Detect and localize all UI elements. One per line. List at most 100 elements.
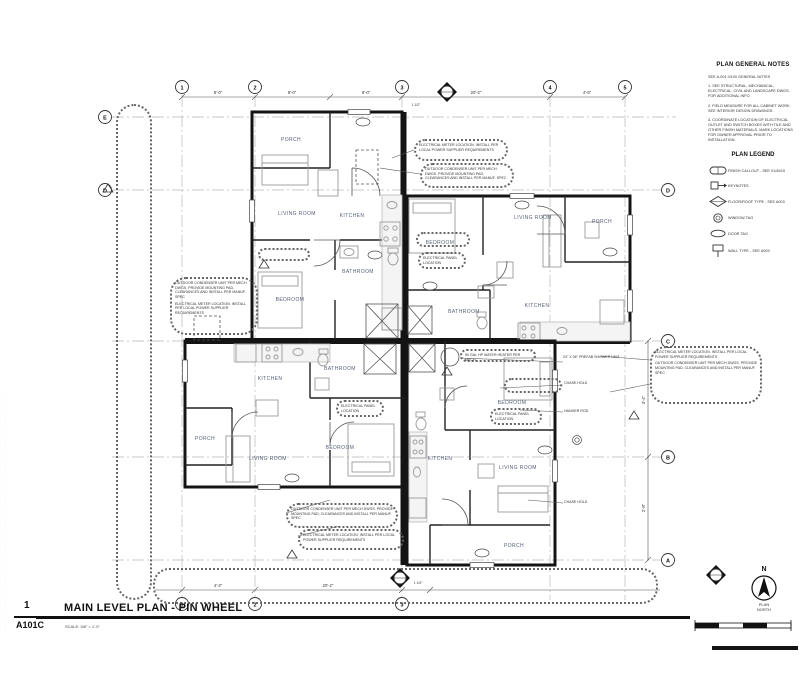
dim-right-2: 2'-8" xyxy=(641,503,646,512)
annotation-cloud-water-heater: 50 GAL HP WATER HEATER PER MECH xyxy=(460,349,536,362)
room-label-bathroom-tr: BATHROOM xyxy=(448,309,480,315)
legend-row-keynotes: KEYNOTES xyxy=(708,181,798,190)
legend-row-window-tag: WINDOW TAG xyxy=(708,213,798,223)
general-notes-title: PLAN GENERAL NOTES xyxy=(716,62,790,68)
legend-row-floor-roof-type: FLOOR/ROOF TYPE - SEE A003 xyxy=(708,196,798,207)
north-arrow-icon xyxy=(751,575,777,601)
annotation-condenser: OUTDOOR CONDENSER UNIT PER MECH DWGS. PR… xyxy=(291,507,393,521)
sheet-title: MAIN LEVEL PLAN - PIN WHEEL xyxy=(64,602,243,614)
door-tag-icon xyxy=(708,229,728,238)
dim-bottom-1: 4'-2" xyxy=(214,583,223,588)
dim-top-1: 8'-0" xyxy=(214,90,223,95)
north-label-plan: PLAN xyxy=(758,602,770,607)
closet-rod-cloud-br xyxy=(504,378,562,393)
room-label-bathroom-tl: BATHROOM xyxy=(342,269,374,275)
keynote-tag-icon xyxy=(708,181,728,190)
dimension-lines: 8'-0" 8'-0" 8'-0" 20'-2" 4'-6" 1 1/2" 4'… xyxy=(155,90,660,594)
general-note-1: 1. SEE STRUCTURAL, MECHANICAL, ELECTRICA… xyxy=(708,84,790,99)
room-label-living-tr: LIVING ROOM xyxy=(514,215,552,221)
room-label-bedroom-tr: BEDROOM xyxy=(426,240,455,246)
unit-bottom-left xyxy=(183,339,407,489)
unit-top-left xyxy=(250,110,404,343)
window-tag-icon xyxy=(708,213,728,223)
grid-bubble-left-d: D xyxy=(103,189,107,195)
grid-bubble-right-c: C xyxy=(666,340,670,346)
room-label-kitchen-br: KITCHEN xyxy=(428,456,453,462)
margin-plot-stamp: · · · · · · · · · · · · · · · · · · · · … xyxy=(4,389,8,632)
legend-row-door-tag: DOOR TAG xyxy=(708,229,798,238)
annotation-chase-hold-1: CHASE HOLD xyxy=(564,381,588,385)
north-arrow: N PLAN NORTH xyxy=(738,566,790,613)
annotation-cloud-panel-tr: ELECTRICAL PANEL LOCATION xyxy=(418,252,466,269)
annotation-cloud-bottom-meter: ELECTRICAL METER LOCATION. INSTALL PER L… xyxy=(298,529,404,550)
annotation-meter: ELECTRICAL METER LOCATION. INSTALL PER L… xyxy=(303,533,395,542)
grid-bubble-top-5: 5 xyxy=(623,86,626,92)
unit-bottom-right xyxy=(405,339,557,567)
legend-label: KEYNOTES xyxy=(728,183,749,188)
north-letter: N xyxy=(761,566,767,573)
grid-bubble-right-d: D xyxy=(666,189,670,195)
legend-row-wall-type: WALL TYPE - SEE A003 xyxy=(708,244,798,258)
door-window-tags xyxy=(284,117,618,558)
grid-bubble-top-3: 3 xyxy=(400,86,403,92)
grid-bubble-right-a: A xyxy=(666,559,670,565)
grid-bubble-left-e: E xyxy=(103,116,107,122)
general-notes-panel: PLAN GENERAL NOTES SEE A-001 0/100 GENER… xyxy=(708,62,798,147)
title-underline xyxy=(36,616,690,619)
annotation-hanger-rod: HANGER ROD xyxy=(564,409,589,413)
dim-top-4: 20'-2" xyxy=(471,90,482,95)
grid-bubble-bottom-1: 1 xyxy=(180,603,183,609)
grid-bubbles: 1 2 3 4 5 1 2 3 E D D C B A xyxy=(98,80,675,611)
plan-legend-title: PLAN LEGEND xyxy=(731,152,775,158)
room-label-living-bl: LIVING ROOM xyxy=(249,456,287,462)
annotation-cloud-panel-br: ELECTRICAL PANEL LOCATION xyxy=(490,408,542,425)
plan-legend-panel: PLAN LEGEND FINISH CALLOUT - SEE 01/A010… xyxy=(708,152,798,264)
dim-top-small: 1 1/2" xyxy=(412,103,422,107)
annotation-panel: ELECTRICAL PANEL LOCATION xyxy=(341,404,376,413)
room-label-porch-br: PORCH xyxy=(504,543,524,549)
room-label-bathroom-bl: BATHROOM xyxy=(324,366,356,372)
annotation-condenser: OUTDOOR CONDENSER UNIT PER MECH DWGS. PR… xyxy=(175,281,247,300)
legend-label: WINDOW TAG xyxy=(728,216,754,220)
keynote-triangles xyxy=(102,183,640,559)
dim-top-5: 4'-6" xyxy=(583,90,592,95)
room-label-bedroom-bl: BEDROOM xyxy=(326,445,355,451)
annotation-meter: ELECTRICAL METER LOCATION. INSTALL PER L… xyxy=(419,143,499,152)
general-note-2: 2. FIELD MEASURE FOR ALL CABINET WORK. S… xyxy=(708,103,791,113)
annotation-condenser: OUTDOOR CONDENSER UNIT PER MECH DWGS. PR… xyxy=(425,167,507,181)
revision-cloud-bottom xyxy=(153,568,658,604)
title-block-bar xyxy=(712,646,798,650)
grid-bubble-top-4: 4 xyxy=(548,86,552,92)
general-note-3: 3. COORDINATE LOCATION OF ELECTRICAL OUT… xyxy=(708,117,793,143)
grid-bubble-top-2: 2 xyxy=(253,86,256,92)
closet-rod-cloud-tr xyxy=(416,232,470,247)
legend-label: FLOOR/ROOF TYPE - SEE A003 xyxy=(728,199,785,204)
room-label-kitchen-bl: KITCHEN xyxy=(258,376,283,382)
annotation-panel: ELECTRICAL PANEL LOCATION xyxy=(423,256,458,265)
room-labels: PORCH LIVING ROOM KITCHEN BEDROOM BATHRO… xyxy=(195,137,612,549)
annotation-meter: ELECTRICAL METER LOCATION. INSTALL PER L… xyxy=(655,350,747,359)
finish-callout-tag-icon xyxy=(708,166,728,175)
annotation-chase-hold-2: CHASE HOLD xyxy=(564,500,588,504)
room-label-kitchen-tr: KITCHEN xyxy=(525,303,550,309)
room-label-porch-bl: PORCH xyxy=(195,436,215,442)
annotation-cloud-bottom-condenser: OUTDOOR CONDENSER UNIT PER MECH DWGS. PR… xyxy=(286,503,398,528)
dim-bottom-2: 20'-2" xyxy=(323,583,334,588)
annotation-cloud-top-condenser: OUTDOOR CONDENSER UNIT PER MECH DWGS. PR… xyxy=(420,163,514,188)
annotation-meter: ELECTRICAL METER LOCATION. INSTALL PER L… xyxy=(175,301,246,316)
sheet-scale: SCALE: 3/8" = 1'-0" xyxy=(65,624,100,629)
legend-row-finish-callout: FINISH CALLOUT - SEE 01/A010 xyxy=(708,166,798,175)
wall-type-tag-icon xyxy=(708,244,728,258)
room-label-porch-tl: PORCH xyxy=(281,137,301,143)
grid-bubble-bottom-2: 2 xyxy=(253,603,256,609)
north-label-north: NORTH xyxy=(756,606,772,612)
legend-label: FINISH CALLOUT - SEE 01/A010 xyxy=(728,168,786,173)
section-markers xyxy=(390,82,726,588)
floor-roof-tag-icon xyxy=(708,196,728,207)
legend-label: WALL TYPE - SEE A003 xyxy=(728,249,770,253)
room-label-living-tl: LIVING ROOM xyxy=(278,211,316,217)
annotation-cloud-panel-bl: ELECTRICAL PANEL LOCATION xyxy=(336,400,384,417)
room-label-living-br: LIVING ROOM xyxy=(499,465,537,471)
